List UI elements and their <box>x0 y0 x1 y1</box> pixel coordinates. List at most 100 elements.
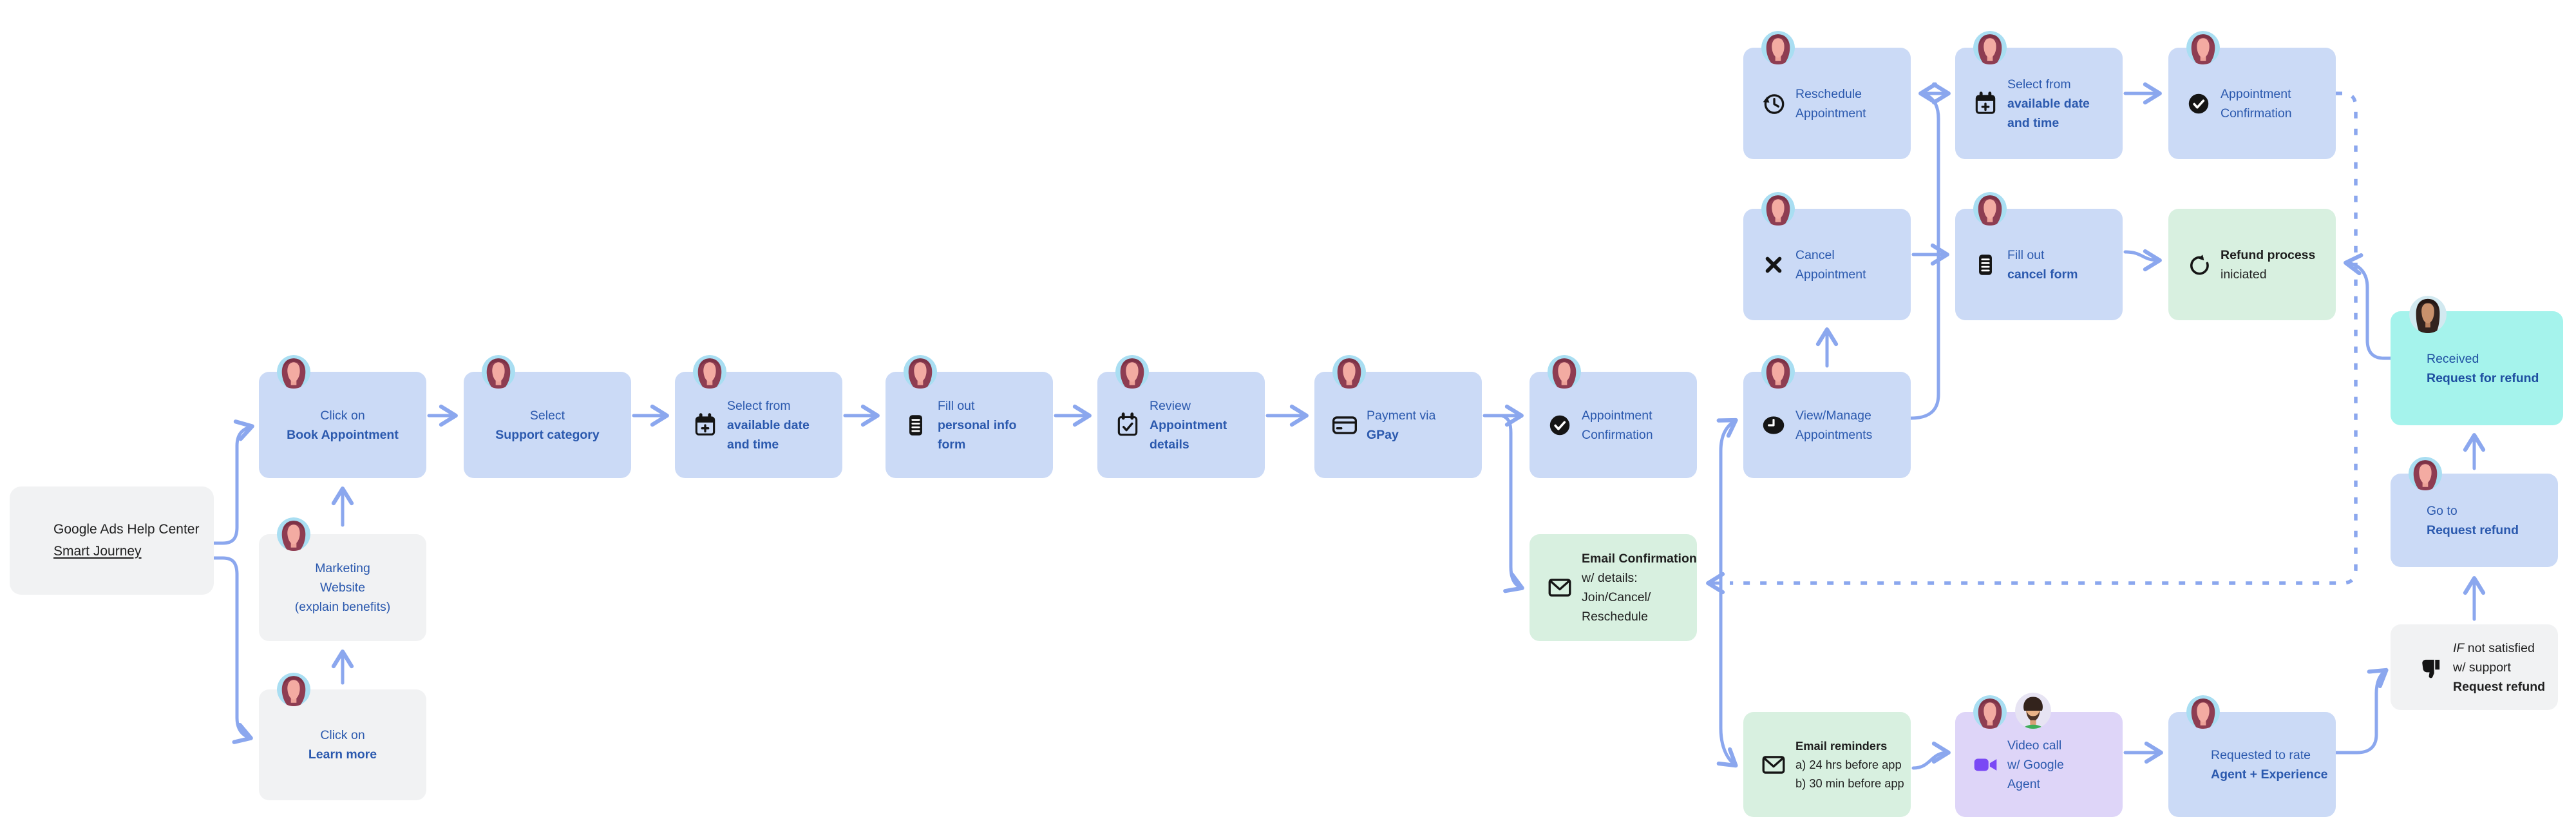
node-line: Appointments <box>1795 425 1872 445</box>
node-line: Appointment <box>1795 265 1866 284</box>
node-line: iniciated <box>2221 265 2315 284</box>
node-line: and time <box>2007 113 2090 133</box>
node-text: Fill out cancel form <box>2007 245 2078 284</box>
calendar-check-icon <box>1114 412 1141 439</box>
node-line: Fill out <box>2007 245 2078 265</box>
smart-journey-link[interactable]: Smart Journey <box>53 544 142 559</box>
node-line: personal info <box>938 416 1016 435</box>
node-line: (explain benefits) <box>295 597 391 617</box>
text-segment: Click on <box>320 728 365 742</box>
node-line: Confirmation <box>1582 425 1653 445</box>
text-segment: Website <box>319 581 366 595</box>
node-line: Smart Journey <box>53 541 199 563</box>
connector-smartjourney-book <box>212 419 254 545</box>
node-line: Agent + Experience <box>2211 765 2328 784</box>
x-icon <box>1760 251 1787 278</box>
node-line: a) 24 hrs before app <box>1795 755 1904 774</box>
avatar-woman-icon <box>1548 355 1581 389</box>
node-line: View/Manage <box>1795 406 1872 425</box>
text-segment: Book Appointment <box>287 427 399 442</box>
refresh-icon <box>2185 251 2212 278</box>
node-line: Book Appointment <box>287 425 399 445</box>
text-segment: details <box>1150 437 1189 452</box>
node-line: Go to <box>2427 501 2519 521</box>
text-segment: Confirmation <box>2221 106 2292 120</box>
node-line: Website <box>295 578 391 597</box>
text-segment: cancel form <box>2007 267 2078 282</box>
check-circle-icon <box>1546 412 1573 439</box>
avatar-woman-icon <box>2186 695 2220 729</box>
text-segment: GPay <box>1367 427 1399 442</box>
text-segment: available date <box>2007 96 2090 111</box>
calendar-plus-icon <box>692 412 719 439</box>
node-line: Video call <box>2007 736 2064 755</box>
node-line: Request refund <box>2427 521 2519 540</box>
text-segment: Payment via <box>1367 408 1436 423</box>
node-line: Appointment <box>1582 406 1653 425</box>
text-segment: iniciated <box>2221 267 2267 282</box>
connector-emailreminders-video <box>1911 741 1951 770</box>
text-segment: not satisfied <box>2464 640 2535 655</box>
text-segment: Support category <box>495 427 600 442</box>
connector-hub-viewmanage <box>1716 418 1738 585</box>
avatar-woman-icon <box>2409 457 2442 490</box>
text-segment: Request refund <box>2453 679 2546 694</box>
avatar-woman-icon <box>1115 355 1149 389</box>
envelope-icon <box>1760 751 1787 778</box>
node-line: Request refund <box>2453 677 2545 697</box>
node-line: w/ support <box>2453 658 2545 677</box>
avatar-woman-icon <box>693 355 726 389</box>
history-icon <box>1760 90 1787 117</box>
node-line: available date <box>727 416 810 435</box>
avatar-woman2-icon <box>2409 296 2447 333</box>
connector-viewmanage-up <box>1909 94 1940 420</box>
node-click-learn-more: Click on Learn more <box>259 673 426 800</box>
text-segment: Appointments <box>1795 427 1873 442</box>
node-line: cancel form <box>2007 265 2078 284</box>
text-segment: Cancel <box>1795 247 1835 262</box>
avatar-woman-icon <box>1761 31 1795 64</box>
node-line: Reschedule <box>1582 607 1697 626</box>
avatar-man-icon <box>2015 693 2051 729</box>
text-segment: Received <box>2427 351 2479 366</box>
avatar-woman-icon <box>1973 192 2007 226</box>
text-segment: Fill out <box>2007 247 2045 262</box>
node-line: Received <box>2427 349 2539 369</box>
node-line: Appointment <box>1150 416 1227 435</box>
text-segment: Appointment <box>1795 267 1866 282</box>
node-line: GPay <box>1367 425 1435 445</box>
envelope-icon <box>1546 574 1573 601</box>
node-line: Email reminders <box>1795 736 1904 755</box>
text-segment: Request for refund <box>2427 370 2539 385</box>
node-line: Select from <box>727 396 810 416</box>
text-segment: w/ details: <box>1582 571 1638 585</box>
node-line: Review <box>1150 396 1227 416</box>
text-segment: Requested to rate <box>2211 747 2311 762</box>
avatar-woman-icon <box>1761 355 1795 389</box>
text-segment: Appointment <box>1582 408 1653 423</box>
text-segment: Join/Cancel/ <box>1582 590 1651 604</box>
text-segment: Learn more <box>308 747 377 762</box>
node-line: Marketing <box>295 559 391 578</box>
